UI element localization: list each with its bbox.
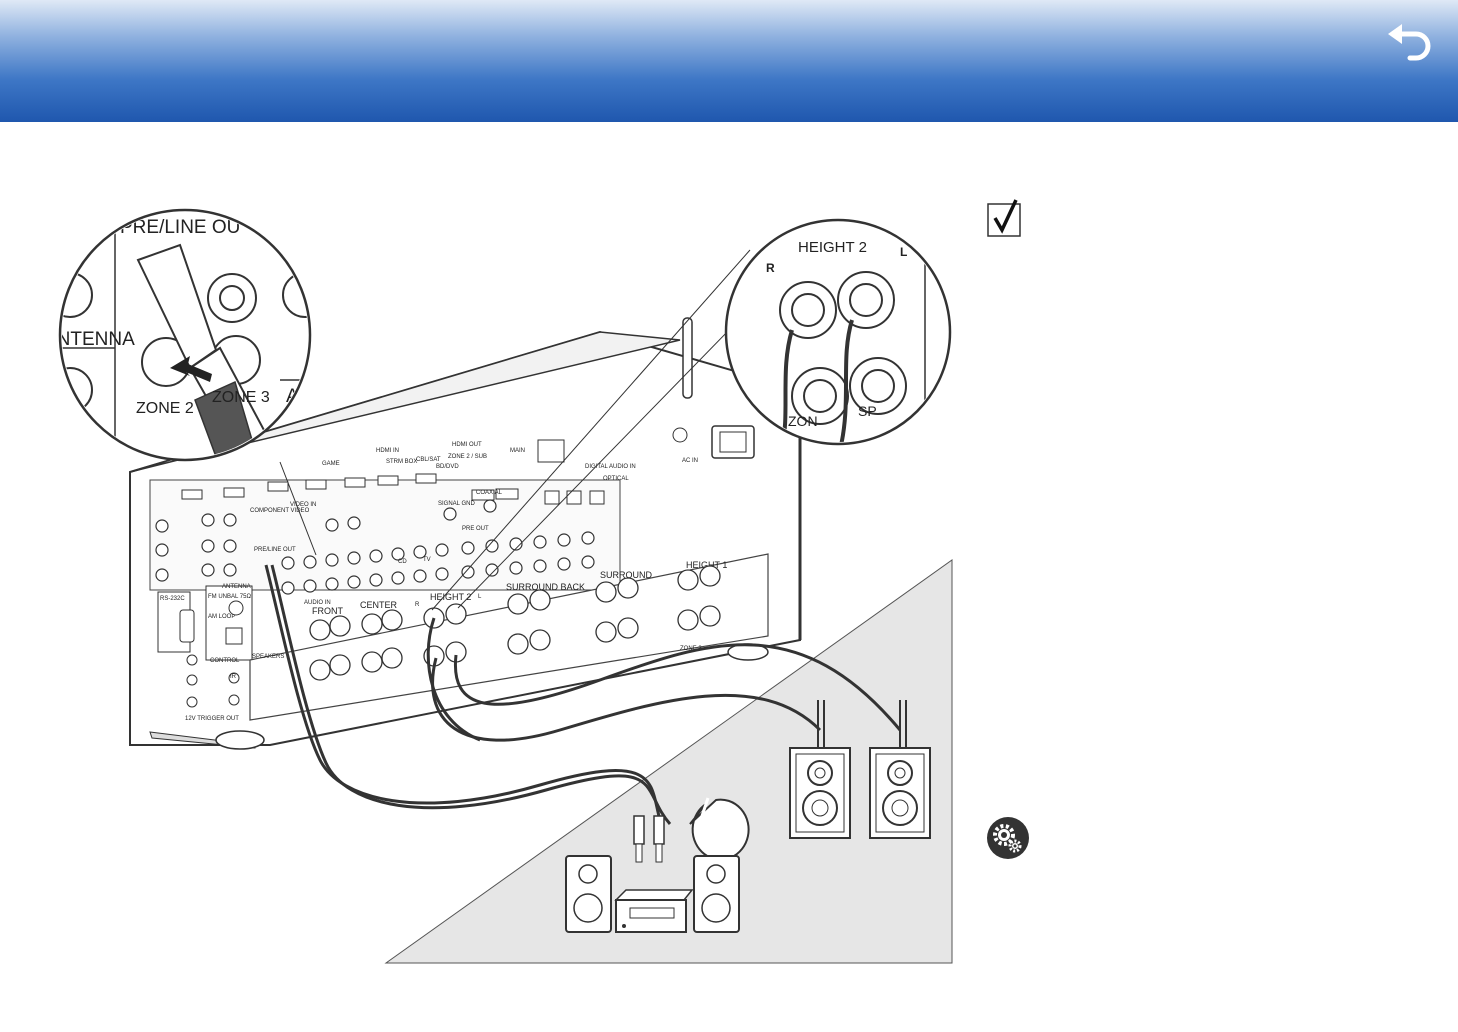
hdmi-bd-label: BD/DVD: [436, 464, 459, 470]
zoom-antenna-label: ANTENNA: [44, 329, 135, 350]
ac-in-label: AC IN: [682, 458, 698, 464]
pre-out-label: PRE OUT: [462, 526, 489, 532]
zoom-height2-label: HEIGHT 2: [798, 239, 867, 256]
video-in-label: VIDEO IN: [290, 502, 316, 508]
surround-label: SURROUND: [600, 570, 653, 580]
control-label: CONTROL: [210, 658, 240, 664]
zoom-height2-terminals: HEIGHT 2 R L ZON SP: [724, 218, 952, 446]
zoom-l-label: L: [900, 245, 907, 259]
zone2-mini-system: [565, 797, 750, 933]
hdmi-in-label: HDMI IN: [376, 448, 399, 454]
speaker-binding-posts: [309, 565, 721, 681]
hdmi-ports: HDMI IN HDMI OUT MAIN ZONE 2 / SUB GAME …: [181, 442, 525, 501]
fm-label: FM UNBAL 75Ω: [208, 594, 251, 600]
am-loop-label: AM LOOP: [208, 614, 235, 620]
floor-area: [384, 559, 953, 964]
gear-icon: [987, 817, 1029, 859]
hdmi-game-label: GAME: [322, 461, 340, 467]
top-banner: [0, 0, 1458, 122]
zoom-r-label: R: [766, 261, 775, 275]
center-label: CENTER: [360, 600, 398, 610]
surround-back-label: SURROUND BACK: [506, 582, 585, 592]
speaker-cables: [426, 617, 902, 742]
audio-in-label: AUDIO IN: [304, 600, 331, 606]
zone3-label: ZONE 3: [680, 646, 702, 652]
av-receiver-rear: HDMI IN HDMI OUT MAIN ZONE 2 / SUB GAME …: [129, 317, 802, 750]
hdmi-sub-label: ZONE 2 / SUB: [448, 454, 487, 460]
height1-label: HEIGHT 1: [686, 560, 727, 570]
ir-label: IR: [230, 674, 237, 680]
component-video-label: COMPONENT VIDEO: [250, 508, 310, 514]
cd-label: CD: [398, 559, 407, 565]
digital-audio-in-label: DIGITAL AUDIO IN: [585, 464, 636, 470]
height-speaker-left: [869, 700, 931, 839]
antenna-label: ANTENNA: [222, 584, 251, 590]
checkbox-check-icon: [987, 199, 1021, 237]
optical-label: OPTICAL: [603, 476, 629, 482]
hdmi-strm-label: STRM BOX: [386, 459, 417, 465]
rca-jack-grid: [155, 499, 595, 595]
rs232c-label: RS-232C: [160, 596, 185, 602]
zoom-pre-line-out-label: PRE/LINE OU: [120, 217, 240, 238]
tv-label: TV: [423, 557, 431, 563]
front-label: FRONT: [312, 606, 343, 616]
hdmi-cbl-label: CBL/SAT: [416, 457, 441, 463]
speakers-label: SPEAKERS: [252, 654, 284, 660]
zoom-zone3-label: ZONE 3: [212, 389, 270, 406]
back-arrow-icon: [1388, 24, 1431, 61]
coaxial-label: COAXIAL: [476, 490, 503, 496]
signal-gnd-label: SIGNAL GND: [438, 501, 475, 507]
trigger-label: 12V TRIGGER OUT: [185, 716, 239, 722]
height2-r-label: R: [415, 602, 420, 608]
pre-line-out-label: PRE/LINE OUT: [254, 547, 296, 553]
zoom-sp-label: SP: [858, 403, 877, 419]
height2-label: HEIGHT 2: [430, 592, 471, 602]
back-button[interactable]: [1380, 18, 1440, 70]
zoom-zone-label: ZON: [788, 413, 818, 429]
height2-l-label: L: [478, 594, 482, 600]
pre-out-cable: [264, 564, 672, 825]
height-speaker-right: [789, 700, 851, 839]
hdmi-out-label: HDMI OUT: [452, 442, 482, 448]
hdmi-main-label: MAIN: [510, 448, 525, 454]
zoom-zone2-label: ZONE 2: [136, 400, 194, 417]
connection-diagram: HDMI IN HDMI OUT MAIN ZONE 2 / SUB GAME …: [44, 208, 953, 964]
